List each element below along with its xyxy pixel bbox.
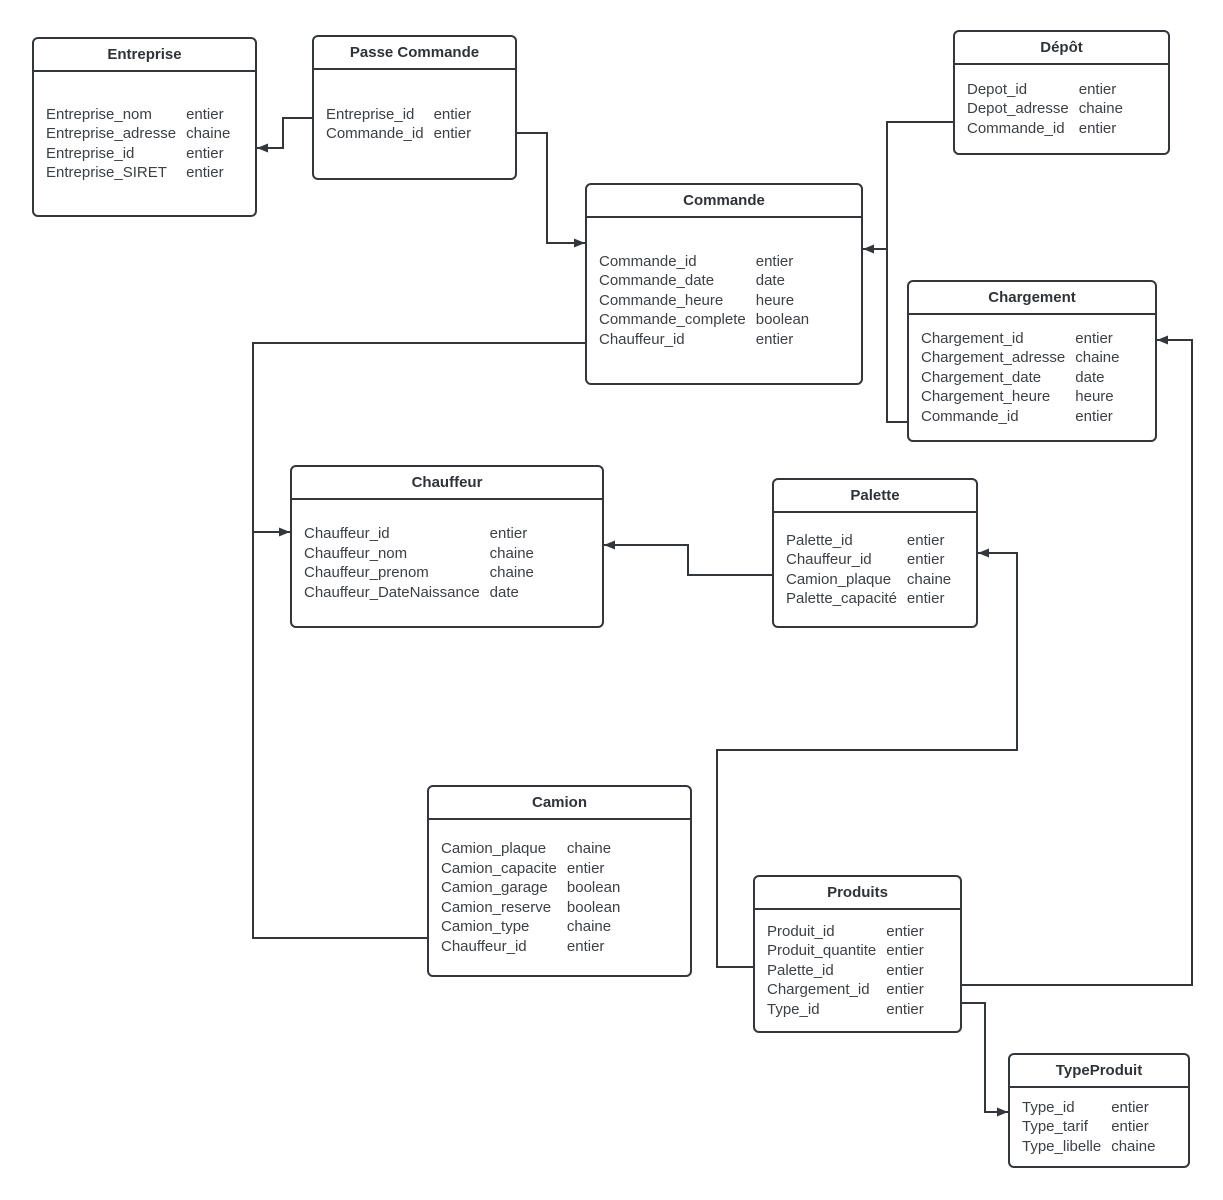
connector-produits-palette [716, 548, 1018, 968]
entity-title: Entreprise [34, 39, 255, 72]
entity-title: Passe Commande [314, 37, 515, 70]
entity-title: Chargement [909, 282, 1155, 315]
entity-title: Camion [429, 787, 690, 820]
connector-chargement-commande [886, 250, 907, 423]
connector-passecommande-entreprise [257, 117, 312, 153]
connector-depot-commande [863, 121, 953, 254]
connector-passecommande-commande [517, 132, 585, 248]
connector-commande-camion-trunk [252, 342, 585, 939]
entity-title: Palette [774, 480, 976, 513]
entity-title: Chauffeur [292, 467, 602, 500]
connector-produits-typeproduit [962, 1002, 1008, 1117]
entity-title: TypeProduit [1010, 1055, 1188, 1088]
connector-produits-chargement [962, 335, 1193, 986]
entity-title: Commande [587, 185, 861, 218]
entity-title: Dépôt [955, 32, 1168, 65]
entity-title: Produits [755, 877, 960, 910]
connector-palette-chauffeur [604, 540, 772, 576]
